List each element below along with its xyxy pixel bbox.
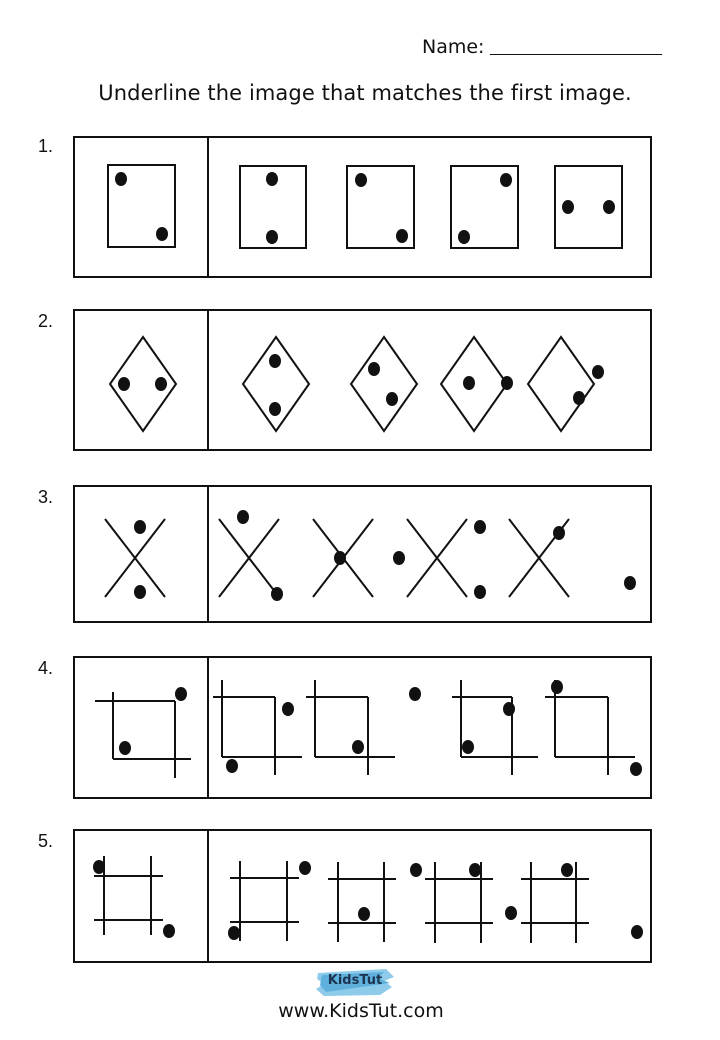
question-number-2: 2. bbox=[38, 311, 54, 331]
name-label: Name: bbox=[422, 36, 485, 58]
name-input-line[interactable] bbox=[490, 54, 662, 55]
logo-text: KidsTut bbox=[327, 973, 383, 988]
row-divider bbox=[207, 311, 209, 449]
reference-rectangle bbox=[107, 164, 176, 248]
kidstut-logo: KidsTut bbox=[314, 965, 396, 999]
row-divider bbox=[207, 658, 209, 797]
question-1-figures bbox=[107, 164, 623, 249]
question-5-figures bbox=[93, 856, 643, 943]
question-3-figures bbox=[104, 510, 636, 601]
row-divider bbox=[207, 487, 209, 621]
question-number-4: 4. bbox=[38, 658, 54, 678]
row-divider bbox=[207, 138, 209, 276]
question-2-figures bbox=[108, 335, 604, 433]
question-number-5: 5. bbox=[38, 831, 54, 851]
instruction-text: Underline the image that matches the fir… bbox=[98, 81, 632, 105]
question-row-2 bbox=[73, 309, 652, 451]
question-number-1: 1. bbox=[38, 136, 54, 156]
question-row-1 bbox=[73, 136, 652, 278]
question-4-figures bbox=[95, 680, 642, 778]
row-divider bbox=[207, 831, 209, 961]
website-link[interactable]: www.KidsTut.com bbox=[278, 1000, 444, 1022]
question-row-5 bbox=[73, 829, 652, 963]
question-number-3: 3. bbox=[38, 487, 54, 507]
question-row-4 bbox=[73, 656, 652, 799]
question-row-3 bbox=[73, 485, 652, 623]
logo-brush-icon bbox=[316, 969, 394, 996]
